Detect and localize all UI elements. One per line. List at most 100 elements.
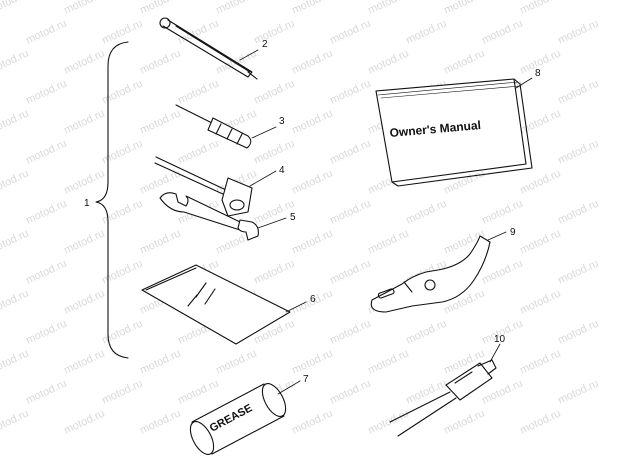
watermark-text: motod.ru bbox=[556, 77, 600, 106]
watermark-text: motod.ru bbox=[176, 377, 220, 406]
callout-9: 9 bbox=[510, 227, 516, 238]
watermark-text: motod.ru bbox=[252, 17, 296, 46]
watermark-text: motod.ru bbox=[24, 17, 68, 46]
leader-8 bbox=[515, 77, 533, 89]
watermark-text: motod.ru bbox=[24, 137, 68, 166]
watermark-text: motod.ru bbox=[556, 317, 600, 346]
watermark-text: motod.ru bbox=[518, 107, 562, 136]
watermark-text: motod.ru bbox=[290, 347, 334, 376]
watermark-text: motod.ru bbox=[0, 107, 31, 136]
watermark-text: motod.ru bbox=[0, 167, 31, 196]
wire-tool bbox=[389, 359, 497, 437]
watermark-text: motod.ru bbox=[480, 257, 524, 286]
watermark-text: motod.ru bbox=[290, 0, 334, 17]
watermark-text: motod.ru bbox=[62, 287, 106, 316]
watermark-text: motod.ru bbox=[214, 0, 258, 17]
watermark-text: motod.ru bbox=[62, 167, 106, 196]
watermark-text: motod.ru bbox=[0, 47, 31, 76]
watermark-text: motod.ru bbox=[24, 377, 68, 406]
callout-7: 7 bbox=[303, 374, 309, 385]
watermark-text: motod.ru bbox=[176, 137, 220, 166]
watermark-text: motod.ru bbox=[100, 257, 144, 286]
watermark-text: motod.ru bbox=[404, 17, 448, 46]
watermark-text: motod.ru bbox=[138, 0, 182, 17]
watermark-text: motod.ru bbox=[518, 407, 562, 436]
watermark-text: motod.ru bbox=[290, 227, 334, 256]
watermark-text: motod.ru bbox=[556, 197, 600, 226]
tool-driver-long bbox=[159, 17, 258, 80]
owners-manual: Owner's Manual bbox=[375, 78, 533, 187]
tool-socket-wrench bbox=[154, 156, 253, 217]
watermark-text: motod.ru bbox=[556, 137, 600, 166]
watermark-text: motod.ru bbox=[100, 377, 144, 406]
watermark-text: motod.ru bbox=[24, 257, 68, 286]
watermark-text: motod.ru bbox=[100, 317, 144, 346]
watermark-text: motod.ru bbox=[0, 347, 31, 376]
leader-4 bbox=[249, 170, 277, 187]
watermark-text: motod.ru bbox=[518, 287, 562, 316]
watermark-text: motod.ru bbox=[62, 407, 106, 436]
leader-9 bbox=[487, 231, 507, 241]
watermark-text: motod.ru bbox=[0, 407, 31, 436]
callout-6: 6 bbox=[310, 294, 316, 305]
watermark-text: motod.ru bbox=[328, 257, 372, 286]
callout-3: 3 bbox=[279, 116, 285, 127]
tool-bag bbox=[141, 264, 291, 345]
hook-spanner bbox=[370, 235, 491, 313]
watermark-text: motod.ru bbox=[404, 197, 448, 226]
watermark-text: motod.ru bbox=[366, 227, 410, 256]
watermark-text: motod.ru bbox=[0, 287, 31, 316]
watermark-text: motod.ru bbox=[290, 107, 334, 136]
watermark-text: motod.ru bbox=[366, 347, 410, 376]
watermark-text: motod.ru bbox=[176, 17, 220, 46]
watermark-text: motod.ru bbox=[138, 407, 182, 436]
watermark-text: motod.ru bbox=[138, 167, 182, 196]
watermark-text: motod.ru bbox=[252, 257, 296, 286]
watermark-text: motod.ru bbox=[176, 77, 220, 106]
watermark-text: motod.ru bbox=[328, 377, 372, 406]
watermark-text: motod.ru bbox=[290, 47, 334, 76]
callout-1: 1 bbox=[84, 198, 90, 209]
leader-6 bbox=[285, 301, 307, 313]
watermark-text: motod.ru bbox=[62, 347, 106, 376]
watermark-text: motod.ru bbox=[556, 17, 600, 46]
watermark-text: motod.ru bbox=[518, 0, 562, 17]
watermark-text: motod.ru bbox=[366, 0, 410, 17]
watermark-text: motod.ru bbox=[366, 47, 410, 76]
watermark-text: motod.ru bbox=[404, 377, 448, 406]
watermark-text: motod.ru bbox=[138, 347, 182, 376]
watermark-text: motod.ru bbox=[328, 17, 372, 46]
watermark-text: motod.ru bbox=[328, 137, 372, 166]
watermark-text: motod.ru bbox=[0, 0, 31, 17]
watermark-text: motod.ru bbox=[518, 167, 562, 196]
watermark-text: motod.ru bbox=[290, 407, 334, 436]
watermark-text: motod.ru bbox=[442, 0, 486, 17]
callout-10: 10 bbox=[494, 334, 506, 345]
watermark-text: motod.ru bbox=[290, 167, 334, 196]
watermark-text: motod.ru bbox=[62, 0, 106, 17]
watermark-text: motod.ru bbox=[252, 137, 296, 166]
leader-7 bbox=[277, 380, 301, 395]
watermark-text: motod.ru bbox=[100, 137, 144, 166]
watermark-text: motod.ru bbox=[480, 17, 524, 46]
watermark-text: motod.ru bbox=[62, 107, 106, 136]
tool-screwdriver bbox=[175, 104, 252, 149]
watermark-text: motod.ru bbox=[518, 227, 562, 256]
watermark-text: motod.ru bbox=[442, 407, 486, 436]
watermark-text: motod.ru bbox=[24, 317, 68, 346]
leader-3 bbox=[251, 126, 277, 139]
callout-4: 4 bbox=[279, 165, 285, 176]
watermark-text: motod.ru bbox=[556, 257, 600, 286]
watermark-text: motod.ru bbox=[100, 17, 144, 46]
watermark-text: motod.ru bbox=[442, 47, 486, 76]
watermark-text: motod.ru bbox=[62, 227, 106, 256]
watermark-text: motod.ru bbox=[0, 227, 31, 256]
watermark-text: motod.ru bbox=[518, 347, 562, 376]
callout-5: 5 bbox=[290, 212, 296, 223]
leader-5 bbox=[257, 217, 287, 229]
leader-10 bbox=[489, 343, 501, 363]
leader-lines bbox=[239, 49, 533, 395]
tool-open-wrench bbox=[159, 192, 259, 241]
